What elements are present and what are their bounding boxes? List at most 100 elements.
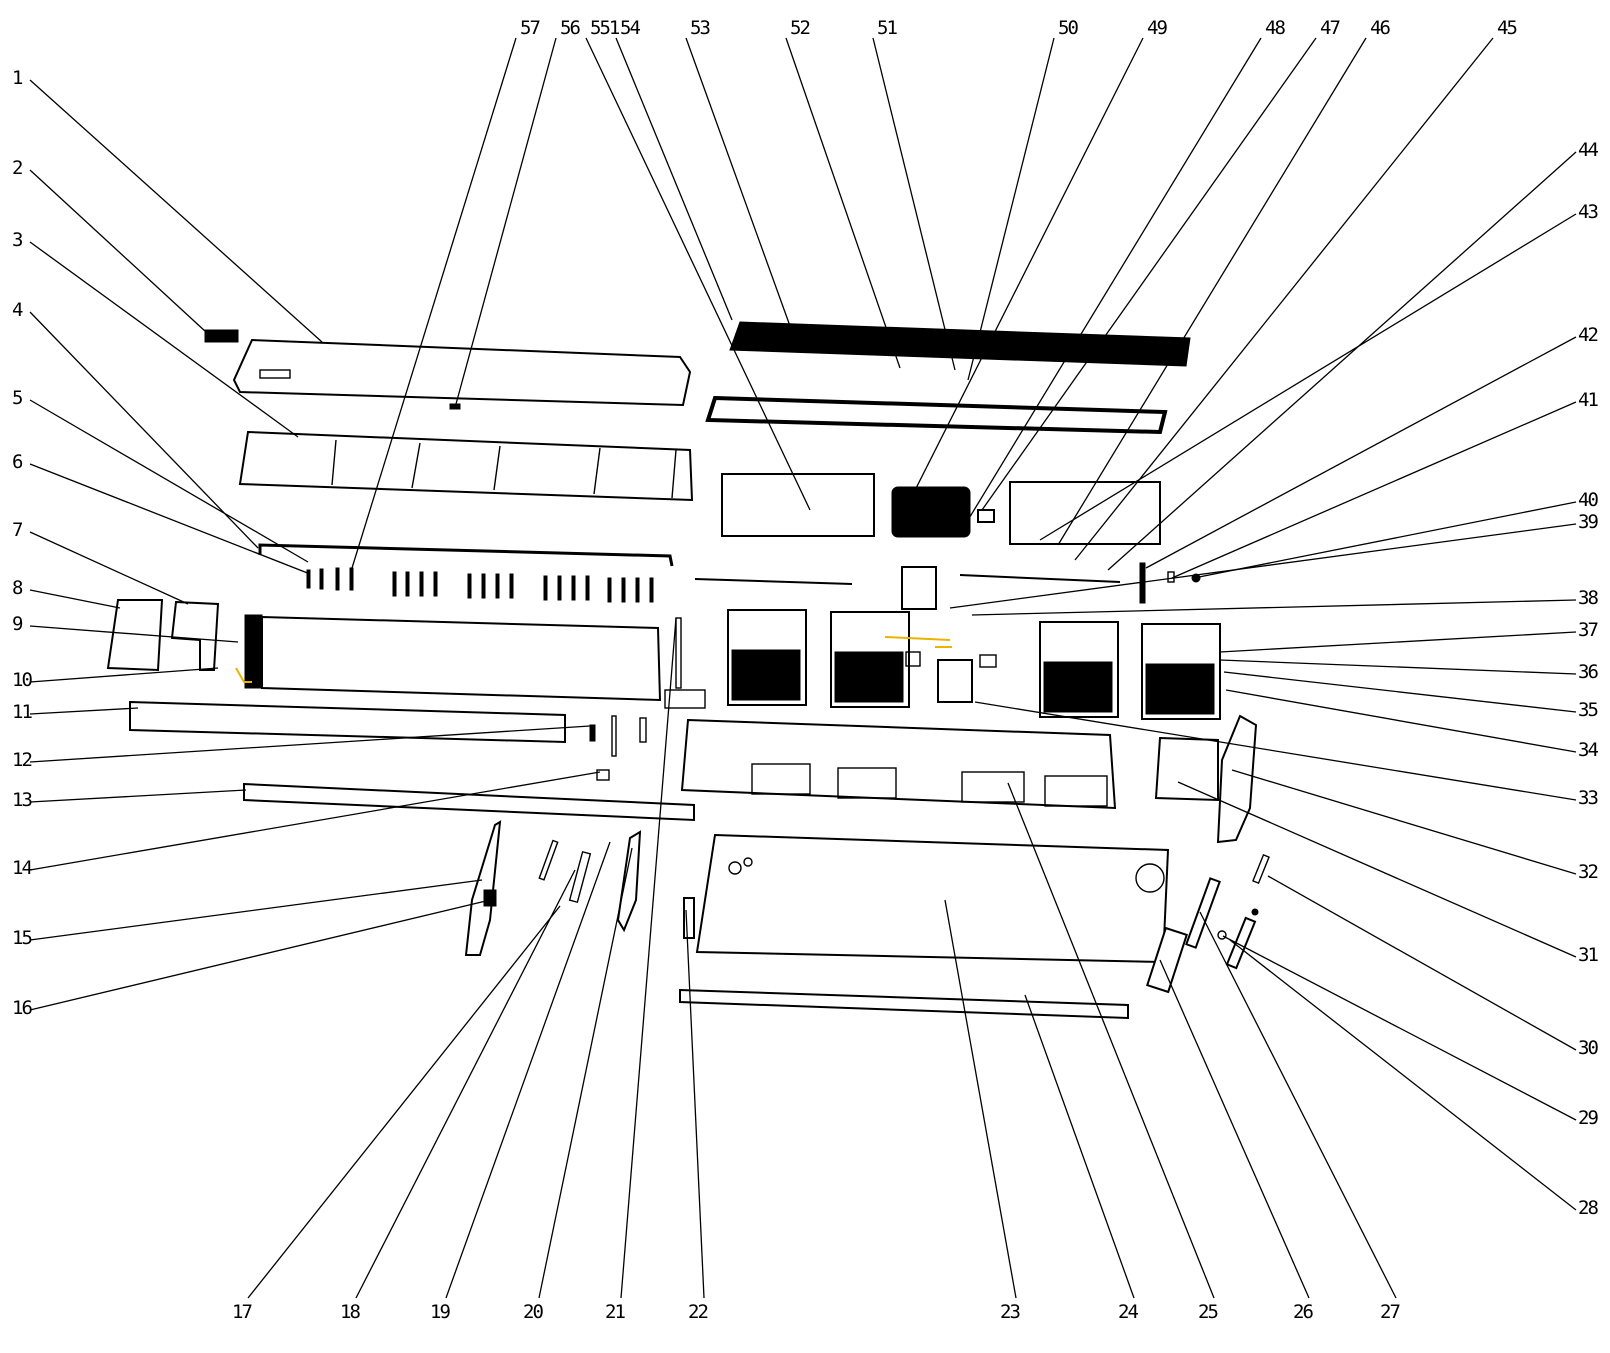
leader-line-9 xyxy=(29,625,239,643)
leader-line-49 xyxy=(899,37,1144,521)
leader-line-47 xyxy=(981,37,1317,511)
part-chassis xyxy=(695,833,1170,964)
callout-label-11: 11 xyxy=(12,701,32,723)
leader-line-16 xyxy=(29,899,491,1011)
leader-line-20 xyxy=(538,847,633,1299)
leader-line-43 xyxy=(1039,213,1577,541)
part-small-clip xyxy=(449,403,461,410)
leader-line-4 xyxy=(29,311,259,549)
callout-label-17: 17 xyxy=(232,1301,252,1323)
callout-label-49: 49 xyxy=(1147,17,1167,39)
callout-label-6: 6 xyxy=(12,451,23,473)
callout-label-1: 1 xyxy=(12,67,23,89)
part-support-plate xyxy=(680,718,1117,810)
part-left-end-cap xyxy=(170,600,220,671)
part-drain-pipe xyxy=(679,988,1129,1020)
callout-label-15: 15 xyxy=(12,927,31,949)
part-left-side-plate xyxy=(106,599,164,672)
callout-label-46: 46 xyxy=(1370,17,1390,39)
callout-label-31: 31 xyxy=(1578,944,1598,966)
callout-label-51: 51 xyxy=(877,17,897,39)
callout-label-28: 28 xyxy=(1578,1197,1598,1219)
callout-label-20: 20 xyxy=(523,1301,543,1323)
callout-label-57: 57 xyxy=(520,17,540,39)
leader-line-50 xyxy=(967,37,1055,381)
leader-line-29 xyxy=(1222,935,1577,1121)
callout-label-56: 56 xyxy=(560,17,580,39)
leader-line-39 xyxy=(949,523,1577,609)
callout-label-10: 10 xyxy=(12,669,32,691)
callout-label-40: 40 xyxy=(1578,489,1598,511)
leader-line-33 xyxy=(974,701,1577,801)
leader-line-10 xyxy=(29,667,219,683)
callout-label-18: 18 xyxy=(340,1301,360,1323)
leader-line-54 xyxy=(615,37,733,321)
callout-label-21: 21 xyxy=(605,1301,625,1323)
callout-label-16: 16 xyxy=(12,997,32,1019)
part-blower-wheels xyxy=(727,609,1221,720)
callout-label-37: 37 xyxy=(1578,619,1598,641)
part-right-cover xyxy=(1216,714,1258,844)
callout-label-4: 4 xyxy=(12,299,23,321)
leader-line-46 xyxy=(1057,37,1367,546)
leader-line-48 xyxy=(967,37,1262,521)
leader-line-12 xyxy=(29,725,591,763)
callout-label-12: 12 xyxy=(12,749,31,771)
leader-line-32 xyxy=(1231,769,1577,875)
callout-label-35: 35 xyxy=(1578,699,1597,721)
callout-label-50: 50 xyxy=(1058,17,1078,39)
part-fan-motor xyxy=(901,566,937,610)
leader-line-57 xyxy=(351,37,517,569)
callout-label-24: 24 xyxy=(1118,1301,1138,1323)
callout-label-551: 551 xyxy=(590,17,620,39)
leader-line-551 xyxy=(585,37,811,511)
part-display-window xyxy=(204,329,239,343)
leader-line-18 xyxy=(355,869,576,1299)
leader-line-31 xyxy=(1177,781,1577,958)
part-22 xyxy=(683,897,695,939)
callout-label-27: 27 xyxy=(1380,1301,1400,1323)
part-water-tray xyxy=(129,700,566,744)
callout-label-2: 2 xyxy=(12,157,22,179)
leader-line-11 xyxy=(29,707,139,715)
leader-line-45 xyxy=(1074,37,1494,561)
leader-line-25 xyxy=(1007,782,1215,1299)
callout-label-54: 54 xyxy=(620,17,640,39)
leader-line-13 xyxy=(29,789,247,803)
part-screw-set xyxy=(306,567,654,603)
leader-line-19 xyxy=(445,841,611,1299)
leader-line-40 xyxy=(1193,501,1577,579)
leader-line-42 xyxy=(1145,336,1577,569)
part-front-panel-slot xyxy=(259,369,291,379)
leader-line-52 xyxy=(785,37,901,369)
callout-label-47: 47 xyxy=(1320,17,1340,39)
callout-label-3: 3 xyxy=(12,229,23,251)
callout-label-48: 48 xyxy=(1265,17,1285,39)
callout-label-34: 34 xyxy=(1578,739,1598,761)
callout-label-44: 44 xyxy=(1578,139,1598,161)
part-front-panel xyxy=(232,338,692,407)
callout-label-14: 14 xyxy=(12,857,32,879)
part-control-board xyxy=(891,486,971,538)
callout-label-26: 26 xyxy=(1293,1301,1313,1323)
leader-line-21 xyxy=(620,617,677,1299)
leader-line-35 xyxy=(1223,671,1577,713)
callout-label-25: 25 xyxy=(1198,1301,1217,1323)
callout-label-32: 32 xyxy=(1578,861,1597,883)
leader-line-22 xyxy=(685,909,705,1299)
part-right-end-cap xyxy=(1154,736,1219,802)
callout-label-43: 43 xyxy=(1578,201,1598,223)
leader-line-3 xyxy=(29,241,299,438)
leader-line-37 xyxy=(1219,631,1577,653)
leader-line-27 xyxy=(1199,911,1397,1299)
leader-line-23 xyxy=(944,899,1017,1299)
part-left-cover xyxy=(464,820,502,956)
callout-label-23: 23 xyxy=(1000,1301,1020,1323)
leader-line-34 xyxy=(1225,689,1577,753)
leader-line-30 xyxy=(1267,875,1577,1051)
leader-line-51 xyxy=(872,37,956,371)
leader-line-53 xyxy=(685,37,791,327)
callout-label-13: 13 xyxy=(12,789,32,811)
leader-line-1 xyxy=(29,79,323,343)
